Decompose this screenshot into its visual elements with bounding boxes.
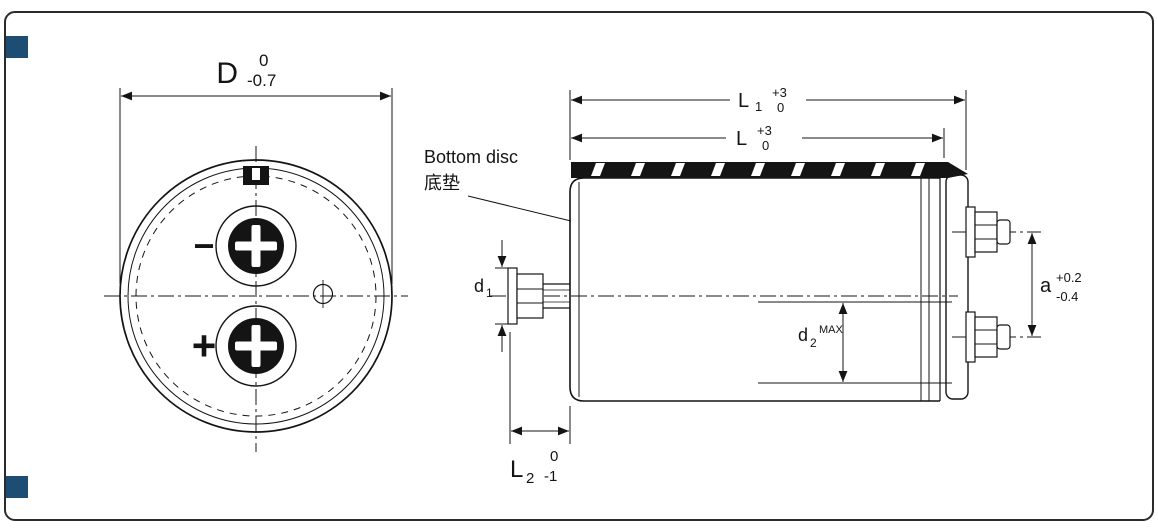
dim-l1-tol-upper: +3 — [772, 85, 787, 100]
can-body-outline — [569, 177, 940, 402]
sleeve-notch — [243, 166, 269, 185]
dim-a-tol-upper: +0.2 — [1056, 270, 1082, 285]
dim-d2-label: d — [798, 325, 808, 345]
case-outer-circle — [119, 159, 393, 433]
dim-l1-sub: 1 — [755, 99, 762, 114]
terminal-end-cap — [945, 174, 969, 400]
dim-d1-sub: 1 — [486, 286, 493, 300]
negative-terminal — [215, 205, 297, 287]
stud-nut — [516, 273, 544, 319]
dim-l-tol-lower: 0 — [762, 138, 769, 153]
dimension-l1: L 1 +3 0 — [569, 85, 967, 170]
dim-a-tol-lower: -0.4 — [1056, 289, 1078, 304]
dim-l-tol-upper: +3 — [757, 123, 772, 138]
positive-terminal — [215, 305, 297, 387]
dim-l2-tol-upper: 0 — [550, 448, 558, 465]
dimension-d: D 0 -0.7 — [119, 51, 393, 284]
sleeve-band — [571, 162, 968, 178]
screw-slot-vertical — [251, 225, 261, 267]
bottom-disc-label-en: Bottom disc — [424, 147, 518, 167]
screw-slot-vertical — [251, 325, 261, 367]
dimension-l: L +3 0 — [571, 123, 945, 158]
stud-flange — [507, 267, 518, 325]
dim-l1-label: L — [738, 90, 749, 112]
leader-line — [467, 195, 572, 222]
dim-l-label: L — [736, 128, 747, 150]
dimension-a: a +0.2 -0.4 — [1027, 233, 1082, 336]
dimension-d1: d 1 — [474, 240, 509, 352]
bottom-stud — [507, 267, 570, 325]
dim-a-label: a — [1040, 275, 1052, 297]
corner-marker-top — [6, 36, 28, 58]
bottom-disc-label-zh: 底垫 — [424, 173, 460, 193]
dim-l2-sub: 2 — [526, 470, 534, 487]
dim-d-tol-lower: -0.7 — [247, 71, 276, 90]
dim-l2-tol-lower: -1 — [544, 468, 557, 485]
minus-sign: − — [193, 225, 214, 266]
dim-d2-sub: 2 — [810, 336, 817, 350]
plus-sign: + — [192, 322, 217, 369]
dim-d2-suffix: MAX — [819, 324, 844, 336]
dim-d1-label: d — [474, 276, 484, 296]
bottom-disc-callout: Bottom disc 底垫 — [424, 147, 572, 222]
corner-marker-bottom — [6, 476, 28, 498]
dimension-d2: d 2 MAX — [758, 301, 952, 384]
dimension-l2: L 2 0 -1 — [509, 332, 571, 487]
side-view: Bottom disc 底垫 L 1 +3 0 L +3 0 — [424, 85, 1082, 487]
lower-terminal-bolt — [965, 311, 1011, 363]
front-view: − + D 0 -0.7 — [104, 51, 408, 452]
dim-d-tol-upper: 0 — [259, 51, 268, 70]
vent-hole — [312, 280, 334, 308]
dim-l2-label: L — [510, 456, 523, 483]
dim-d-label: D — [216, 57, 238, 90]
upper-terminal-bolt — [965, 206, 1011, 258]
dim-l1-tol-lower: 0 — [777, 100, 784, 115]
